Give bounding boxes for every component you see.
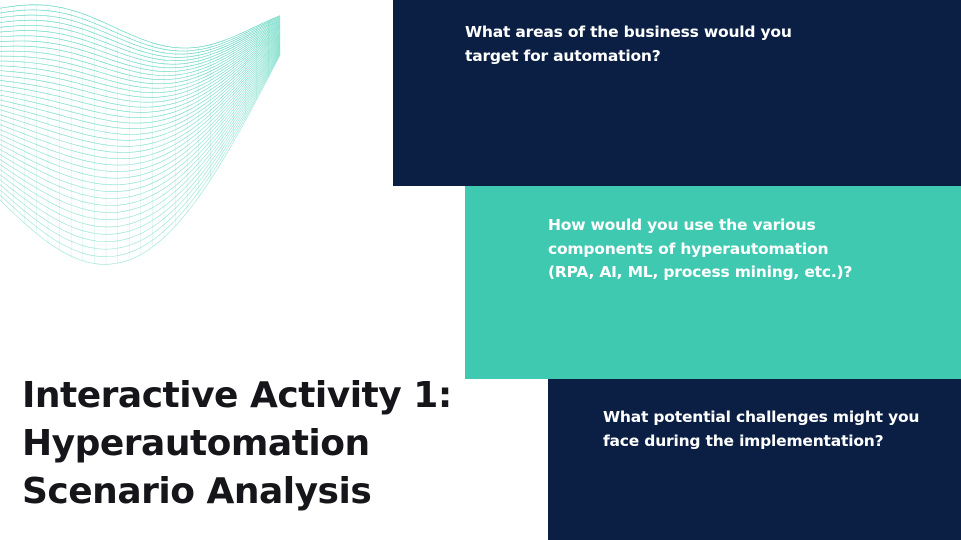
title-line-3: Scenario Analysis: [22, 471, 372, 512]
question-2-text: How would you use the various components…: [548, 216, 853, 281]
page-title: Interactive Activity 1: Hyperautomation …: [22, 372, 522, 516]
question-1-text: What areas of the business would you tar…: [465, 23, 792, 65]
title-line-1: Interactive Activity 1:: [22, 375, 452, 416]
wave-lines-icon: [0, 4, 281, 265]
question-panel-2: How would you use the various components…: [465, 186, 961, 379]
title-line-2: Hyperautomation: [22, 423, 370, 464]
question-3-text: What potential challenges might you face…: [603, 408, 920, 450]
question-panel-3: What potential challenges might you face…: [548, 379, 961, 540]
question-panel-1: What areas of the business would you tar…: [393, 0, 961, 186]
